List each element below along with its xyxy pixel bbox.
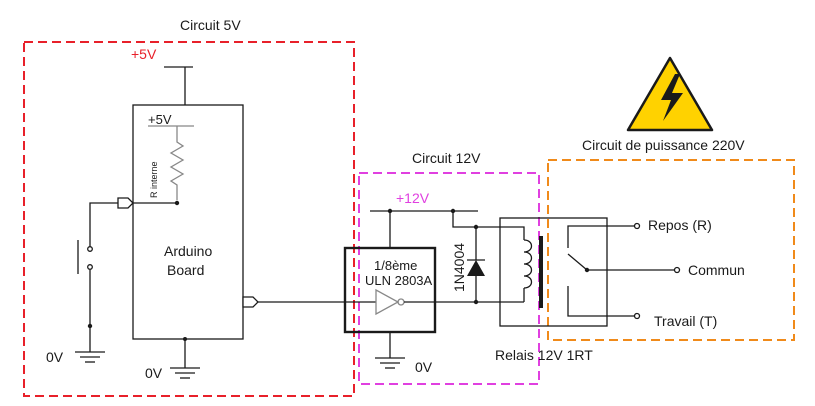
circuit-5v-title: Circuit 5V [180,17,241,33]
ground-12v-icon [375,357,405,369]
arduino-label-line2: Board [167,262,204,278]
flyback-diode [467,227,485,302]
zero-v-left-label: 0V [46,349,64,365]
ground-mid-icon [170,367,200,379]
relay-body [499,217,608,327]
high-voltage-warning-icon [626,56,714,132]
circuit-12v-title: Circuit 12V [412,150,481,166]
arduino-board [132,104,244,340]
circuit-5v-region [23,41,355,397]
ground-left-icon [75,351,105,363]
circuit-220v-title: Circuit de puissance 220V [582,137,745,153]
r-interne-label: R interne [149,161,159,198]
push-button [77,240,93,274]
inverter-gate [375,288,400,316]
zero-v-12v-label: 0V [415,359,433,375]
repos-label: Repos (R) [648,217,712,233]
zero-v-mid-label: 0V [145,365,163,381]
input-pin-connector [117,197,134,209]
output-pin-connector [242,296,259,308]
relay-core [539,236,543,308]
relay-coil [523,232,533,302]
circuit-220v-region [547,159,795,341]
internal-resistor [169,126,185,200]
plus5v-inner-label: +5V [148,112,172,127]
commun-label: Commun [688,262,745,278]
uln-label-line1: 1/8ème [374,258,417,273]
arduino-label-line1: Arduino [164,243,212,259]
plus5v-top-label: +5V [131,46,157,62]
uln-label-line2: ULN 2803A [365,273,433,288]
plus12v-label: +12V [396,190,430,206]
diode-label: 1N4004 [451,243,467,292]
travail-label: Travail (T) [654,313,717,329]
relay-label: Relais 12V 1RT [495,347,593,363]
